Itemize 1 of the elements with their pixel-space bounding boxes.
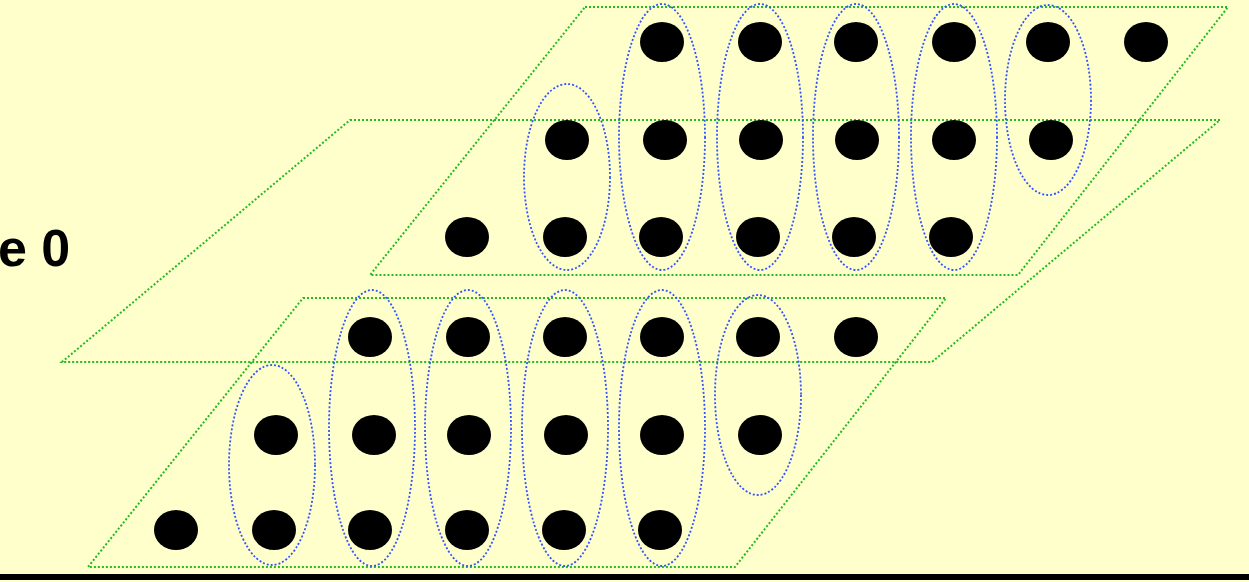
plane-label: e 0 [0,218,71,278]
